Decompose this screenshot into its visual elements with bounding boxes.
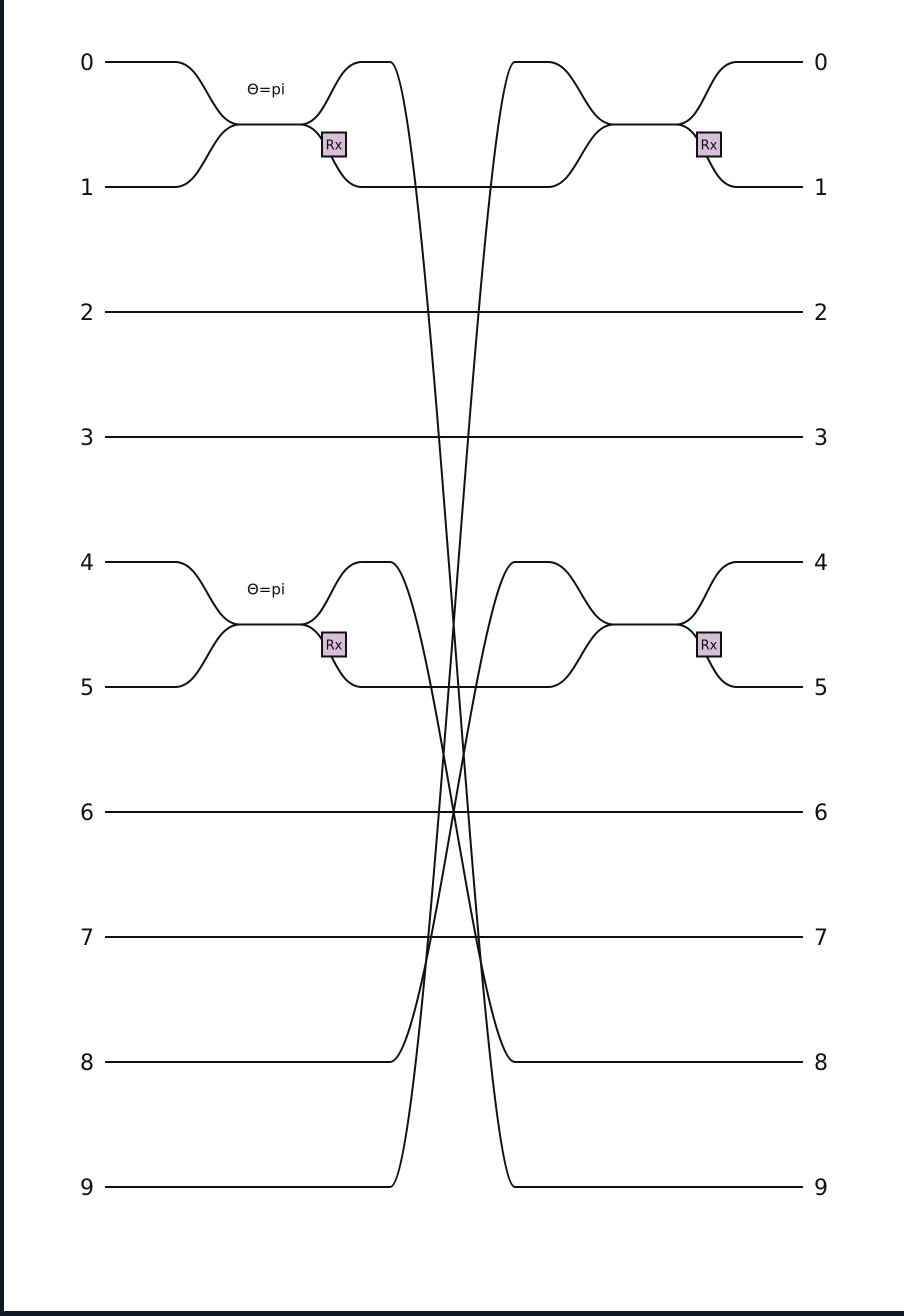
mode-label-right-8: 8 [814,1051,828,1076]
mode-label-right-2: 2 [814,301,828,326]
rx-gate-1-label: Rx [326,639,343,654]
diagram-canvas [4,0,904,1311]
mode-wire-8 [105,561,803,1063]
mode-label-right-9: 9 [814,1176,828,1201]
rx-gate-0 [321,131,347,158]
mode-label-left-4: 4 [80,551,94,576]
mode-label-left-6: 6 [80,801,94,826]
rx-gate-3-label: Rx [701,639,718,654]
mode-label-right-4: 4 [814,551,828,576]
mode-label-left-2: 2 [80,301,94,326]
mode-wire-0 [105,61,803,1188]
mode-label-left-1: 1 [80,176,94,201]
mode-label-right-3: 3 [814,426,828,451]
mode-label-left-3: 3 [80,426,94,451]
mode-label-right-5: 5 [814,676,828,701]
rx-gate-0-label: Rx [326,139,343,154]
mode-wire-4 [105,561,803,1063]
mode-label-left-9: 9 [80,1176,94,1201]
rx-gate-2-label: Rx [701,139,718,154]
mode-label-left-7: 7 [80,926,94,951]
wires-layer [105,61,803,1188]
beamsplitter-0-param-label: Θ=pi [247,81,285,99]
mode-label-right-7: 7 [814,926,828,951]
mode-label-left-0: 0 [80,51,94,76]
rx-gate-2 [696,131,722,158]
rx-gate-3 [696,631,722,658]
rx-gate-1 [321,631,347,658]
mode-label-right-1: 1 [814,176,828,201]
mode-wire-9 [105,61,803,1188]
beamsplitter-1-param-label: Θ=pi [247,581,285,599]
mode-label-right-6: 6 [814,801,828,826]
mode-label-right-0: 0 [814,51,828,76]
mode-label-left-5: 5 [80,676,94,701]
mode-label-left-8: 8 [80,1051,94,1076]
